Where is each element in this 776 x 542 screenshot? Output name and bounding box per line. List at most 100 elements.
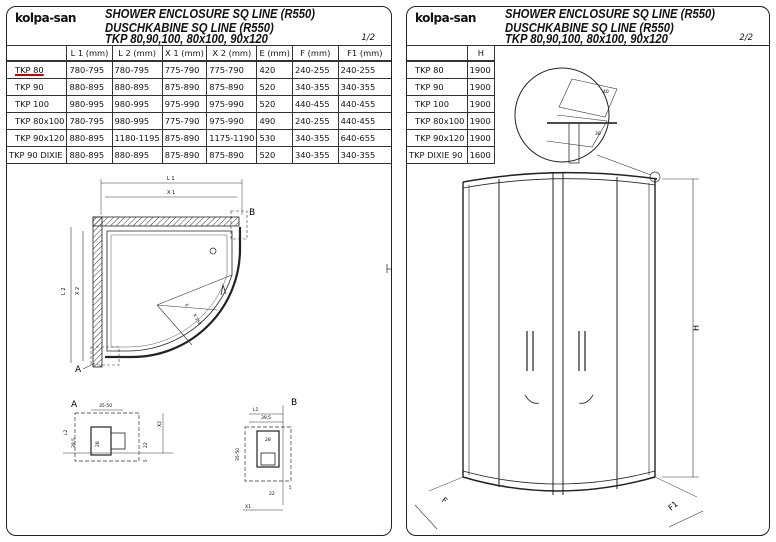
wall-top <box>92 216 240 227</box>
floor-plan-drawing: L 1 X 1 L 2 X 2 E R 550 B A A <box>61 176 297 511</box>
value-cell: 1900 <box>466 112 496 130</box>
value-cell: 640-655 <box>337 129 391 147</box>
value-cell: 1180-1195 <box>111 129 163 147</box>
dimensions-table: L 1 (mm)L 2 (mm)X 1 (mm)X 2 (mm)E (mm)F … <box>7 45 391 164</box>
value-cell: 880-895 <box>111 78 163 96</box>
value-cell: 980-995 <box>66 95 113 113</box>
dim-x2-label: X 2 <box>75 287 81 295</box>
profile-dim-40: 40 <box>603 89 609 95</box>
value-cell: 880-895 <box>66 78 113 96</box>
value-cell: 975-990 <box>206 95 258 113</box>
column-header <box>7 45 68 62</box>
model-cell: TKP 80 <box>7 60 68 79</box>
detail-b-inner: 28 <box>265 437 271 443</box>
dim-l1-label: L 1 <box>167 176 175 182</box>
dim-l2-label: L 2 <box>61 287 67 295</box>
detail-a-seal: 22 <box>143 442 149 448</box>
column-header: L 2 (mm) <box>111 45 163 62</box>
value-cell: 980-995 <box>111 112 163 130</box>
detail-a-x2: X2 <box>157 421 163 427</box>
value-cell: 340-355 <box>337 78 391 96</box>
brand-logo: kolpa-san <box>15 11 76 25</box>
detail-a-height: 39,5 <box>71 438 77 448</box>
detail-b-seal: 22 <box>269 491 275 497</box>
value-cell: 775-790 <box>161 112 208 130</box>
value-cell: 975-990 <box>161 95 208 113</box>
value-cell: 240-255 <box>291 60 339 79</box>
detail-a-title: A <box>71 400 78 410</box>
wall-left <box>92 216 103 368</box>
enclosure-elevation <box>462 171 658 495</box>
title-german: DUSCHKABINE SQ LINE (R550) <box>105 21 274 35</box>
value-cell: 780-795 <box>66 60 113 79</box>
value-cell: 1175-1190 <box>206 129 258 147</box>
model-cell: TKP 100 <box>7 95 68 113</box>
value-cell: 440-455 <box>291 95 339 113</box>
value-cell: 520 <box>256 146 293 164</box>
value-cell: 780-795 <box>66 112 113 130</box>
title-english: SHOWER ENCLOSURE SQ LINE (R550) <box>505 7 716 21</box>
detail-a-t: 5 <box>143 459 148 462</box>
detail-b-height: 35-50 <box>235 448 241 461</box>
value-cell: 880-895 <box>111 146 163 164</box>
column-header: F (mm) <box>291 45 339 62</box>
model-list: TKP 80,90,100, 80x100, 90x120 <box>105 32 268 46</box>
value-cell: 420 <box>256 60 293 79</box>
value-cell: 875-890 <box>161 146 208 164</box>
door-arrow-icon <box>220 283 227 296</box>
detail-a-drawing: A 35-50 L2 39,5 28 X2 22 5 <box>63 400 173 462</box>
model-cell: TKP 80x100 <box>7 112 68 130</box>
detail-a-l2: L2 <box>63 429 69 435</box>
value-cell: 980-995 <box>111 95 163 113</box>
value-cell: 775-790 <box>161 60 208 79</box>
stray-mark <box>386 264 391 273</box>
column-header: X 1 (mm) <box>161 45 208 62</box>
dim-x1-label: X 1 <box>167 190 175 196</box>
radius-label: R 550 <box>192 313 202 326</box>
title-block: kolpa-san SHOWER ENCLOSURE SQ LINE (R550… <box>7 7 391 46</box>
value-cell: 520 <box>256 78 293 96</box>
handle-right <box>578 331 586 371</box>
value-cell: 875-890 <box>206 146 258 164</box>
detail-b-title: B <box>291 398 297 408</box>
model-cell: TKP 90 DIXIE <box>7 146 68 164</box>
value-cell: 975-990 <box>206 112 258 130</box>
value-cell: 880-895 <box>66 146 113 164</box>
page-number: 1/2 <box>361 33 375 43</box>
value-cell: 340-355 <box>291 146 339 164</box>
value-cell: 875-890 <box>161 78 208 96</box>
enclosure-elevation-drawing: 40 30 H <box>414 67 704 530</box>
detail-b-marker: B <box>249 208 255 218</box>
profile-detail-circle: 40 30 <box>514 67 661 183</box>
value-cell: 520 <box>256 95 293 113</box>
detail-a-width: 35-50 <box>99 403 112 409</box>
column-header: E (mm) <box>256 45 293 62</box>
detail-b-l1: L1 <box>253 407 259 413</box>
dim-e-label: E <box>184 303 190 308</box>
profile-dim-30: 30 <box>595 131 601 137</box>
detail-b-t: 5 <box>289 485 292 490</box>
page-number: 2/2 <box>739 33 753 43</box>
height-dim-label: H <box>692 325 701 331</box>
value-cell: 240-255 <box>337 60 391 79</box>
model-cell: TKP 90 <box>7 78 68 96</box>
drain-icon <box>209 247 217 255</box>
column-header: F1 (mm) <box>337 45 391 62</box>
dim-f1-label: F1 <box>667 499 680 512</box>
title-block: kolpa-san SHOWER ENCLOSURE SQ LINE (R550… <box>407 7 769 46</box>
value-cell: 880-895 <box>66 129 113 147</box>
brand-logo: kolpa-san <box>415 11 476 25</box>
shower-tray <box>106 230 233 352</box>
detail-b-drawing: B L1 39,5 28 35-50 22 5 X1 <box>235 398 297 511</box>
detail-b-x1: X1 <box>245 504 251 510</box>
